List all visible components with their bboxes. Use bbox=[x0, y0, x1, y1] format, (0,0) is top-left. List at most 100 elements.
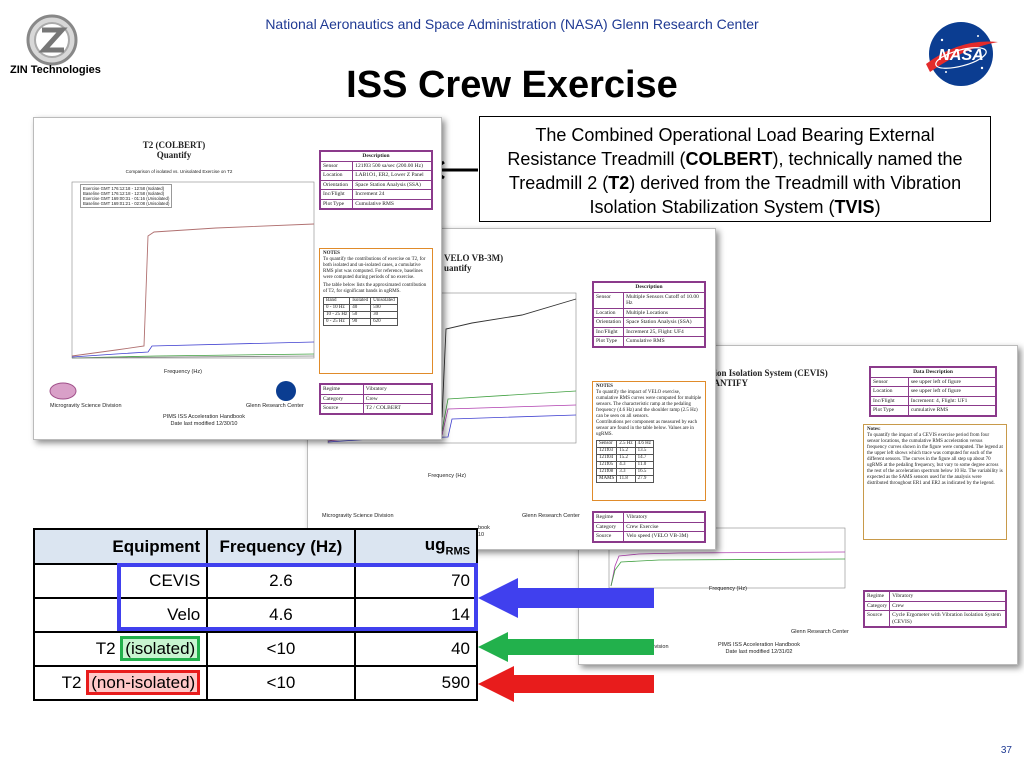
doc2-desc-key: Plot Type bbox=[592, 336, 625, 347]
doc3-desc-val: Increment: 4, Flight: UF1 bbox=[907, 395, 997, 406]
equipment-prefix: T2 bbox=[61, 673, 82, 692]
doc2-notes-text-1: To quantify the impact of VELO exercise,… bbox=[596, 390, 702, 419]
cell-ugrms: 590 bbox=[353, 665, 479, 701]
nasa-meatball-logo: NASA bbox=[926, 22, 998, 86]
cell: Isolated bbox=[349, 297, 372, 305]
doc3-desc-key: Plot Type bbox=[870, 405, 909, 416]
doc1-desc-key: Location bbox=[319, 170, 354, 181]
doc2-notes-box: NOTES To quantify the impact of VELO exe… bbox=[592, 381, 706, 501]
cell: 4.3 bbox=[616, 461, 636, 469]
nasa-small-logo-icon bbox=[276, 381, 296, 401]
doc1-title: T2 (COLBERT) bbox=[142, 140, 206, 150]
doc2-regime-val: Vibratory bbox=[623, 512, 705, 523]
doc1-notes-box: NOTES To quantify the contributions of e… bbox=[319, 248, 433, 374]
doc1-desc-val: 121f03 500 sa/sec (200.00 Hz) bbox=[352, 160, 432, 171]
doc1-desc-val: Space Station Analysis (SSA) bbox=[352, 179, 432, 190]
nasa-logo-text: NASA bbox=[938, 47, 983, 64]
doc1-desc-key: Orientation bbox=[319, 179, 354, 190]
doc2-desc-key: Inc/Flight bbox=[592, 326, 625, 337]
doc1-regime-key: Source bbox=[320, 403, 364, 414]
table-row: T2 (non-isolated) <10 590 bbox=[32, 665, 479, 701]
doc2-desc-key: Sensor bbox=[592, 291, 625, 309]
slide-title: ISS Crew Exercise bbox=[346, 64, 678, 106]
cell: 590 bbox=[370, 304, 398, 312]
doc3-center: Glenn Research Center bbox=[791, 629, 849, 635]
doc3-regime-key: Source bbox=[863, 610, 891, 627]
doc2-desc-val: Multiple Sensors Cutoff of 10.00 Hz bbox=[623, 291, 705, 309]
doc1-regime-val: Crew bbox=[362, 393, 433, 404]
doc3-desc-val: cumulative RMS bbox=[907, 405, 997, 416]
cell: 10 - 25 Hz bbox=[322, 311, 351, 319]
doc3-desc-val: see upper left of figure bbox=[907, 386, 997, 397]
cell: 3.3 bbox=[616, 468, 636, 476]
doc2-desc-val: Space Station Analysis (SSA) bbox=[623, 317, 705, 328]
doc2-title: VELO VB-3M) bbox=[444, 253, 504, 263]
doc1-plot bbox=[71, 181, 315, 359]
doc3-desc-key: Inc/Flight bbox=[870, 395, 909, 406]
doc2-desc-val: Multiple Locations bbox=[623, 307, 705, 318]
doc3-handbook: PIMS ISS Acceleration Handbook bbox=[718, 642, 800, 648]
cell: 15.2 bbox=[616, 454, 636, 462]
cell: 27.9 bbox=[634, 475, 654, 483]
header-frequency: Frequency (Hz) bbox=[206, 528, 356, 565]
red-arrow-icon bbox=[478, 666, 654, 702]
doc3-regime-val: Cycle Ergometer with Vibration Isolation… bbox=[889, 610, 1006, 627]
cell: 11.8 bbox=[616, 475, 636, 483]
doc3-xlabel: Frequency (Hz) bbox=[709, 586, 747, 592]
doc3-modified: Date last modified 12/31/02 bbox=[725, 648, 793, 655]
doc1-desc-header: Description bbox=[320, 151, 432, 162]
doc3-plot bbox=[608, 527, 846, 589]
header-ug: ug bbox=[424, 535, 446, 555]
doc3-regime-val: Crew bbox=[889, 600, 1006, 611]
cell: 15.2 bbox=[616, 447, 636, 455]
doc2-desc-key: Location bbox=[592, 307, 625, 318]
doc2-desc-val: Increment 25, Flight: UF4 bbox=[623, 326, 705, 337]
doc3-notes-box: Notes: To quantify the impact of a CEVIS… bbox=[863, 424, 1007, 540]
desc-bold-t2: T2 bbox=[608, 173, 630, 193]
doc1-handbook: PIMS ISS Acceleration Handbook bbox=[163, 414, 245, 420]
equipment-prefix: T2 bbox=[95, 639, 116, 658]
cell: 16.5 bbox=[634, 468, 654, 476]
doc1-xlabel: Frequency (Hz) bbox=[164, 369, 202, 375]
doc3-regime-val: Vibratory bbox=[889, 591, 1006, 602]
cell: 11.0 bbox=[634, 461, 654, 469]
cell: 90 bbox=[349, 318, 372, 326]
t2-colbert-handbook-page: T2 (COLBERT) Quantify Comparison of isol… bbox=[33, 117, 442, 440]
doc1-notes-text-1: To quantify the contributions of exercis… bbox=[323, 257, 426, 280]
doc1-center: Glenn Research Center bbox=[246, 403, 304, 409]
isolated-highlight: (isolated) bbox=[120, 636, 201, 661]
doc3-desc-key: Location bbox=[870, 386, 909, 397]
page-number: 37 bbox=[1000, 745, 1012, 756]
doc1-desc-val: Increment 24 bbox=[352, 189, 432, 200]
cell: Sensor bbox=[595, 440, 618, 448]
doc1-notes-title: NOTES bbox=[323, 251, 340, 256]
legend-entry: Baseline GMT 169:01:21 - 02:08 (Unisolat… bbox=[83, 201, 170, 206]
desc-text-3: ) derived from the Treadmill with Vibrat… bbox=[589, 173, 962, 217]
cell: 50 bbox=[349, 311, 372, 319]
doc1-regime-key: Regime bbox=[320, 384, 364, 395]
doc3-regime-key: Category bbox=[863, 600, 891, 611]
doc2-regime-val: Velo speed (VELO VB-3M) bbox=[623, 531, 705, 542]
cell: Band bbox=[322, 297, 351, 305]
doc1-plot-legend: Exercise GMT 176:12:18 - 12:58 (Isolated… bbox=[80, 184, 173, 208]
doc3-desc-key: Sensor bbox=[870, 376, 909, 387]
cell-equipment: T2 (non-isolated) bbox=[32, 665, 209, 701]
doc1-regime-key: Category bbox=[320, 393, 364, 404]
cell: 0 - 10 Hz bbox=[322, 304, 351, 312]
doc1-regime-val: Vibratory bbox=[362, 384, 433, 395]
doc2-regime-key: Regime bbox=[592, 512, 625, 523]
doc1-regime-val: T2 / COLBERT bbox=[362, 403, 433, 414]
zin-technologies-label: ZIN Technologies bbox=[10, 64, 101, 76]
header-ugrms: ugRMS bbox=[353, 528, 479, 565]
doc1-modified: Date last modified 12/30/10 bbox=[170, 420, 238, 427]
doc1-desc-val: LAB1O1, ER2, Lower Z Panel bbox=[352, 170, 432, 181]
doc2-desc-key: Orientation bbox=[592, 317, 625, 328]
cell-ugrms: 40 bbox=[353, 631, 479, 667]
legend-entry: Baseline GMT 176:12:18 - 12:58 (Isolated… bbox=[83, 191, 165, 196]
doc1-footer: PIMS ISS Acceleration Handbook Date last… bbox=[134, 414, 274, 427]
doc3-desc-val: see upper left of figure bbox=[907, 376, 997, 387]
cell: 4.6 Hz bbox=[634, 440, 654, 448]
